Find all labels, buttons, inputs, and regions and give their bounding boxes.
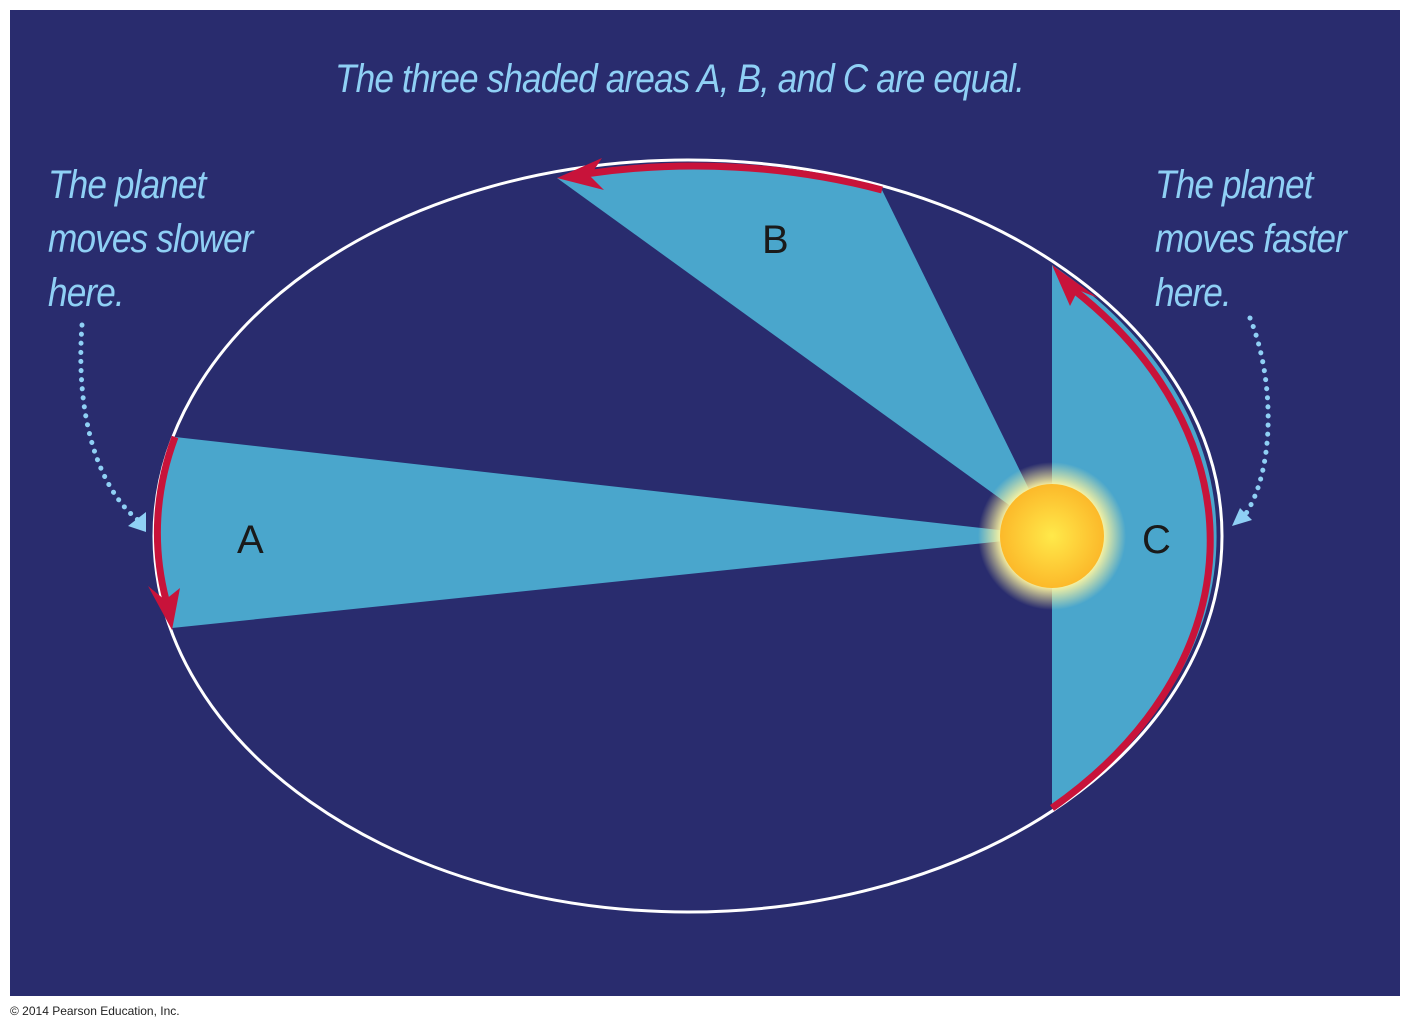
dotted-arrow-right [1242, 315, 1271, 518]
motion-arc-a [153, 435, 179, 601]
motion-arc-c [1049, 287, 1214, 811]
diagram-title: The three shaded areas A, B, and C are e… [335, 57, 1025, 101]
note-faster: The planet moves faster here. [1155, 163, 1347, 315]
dotted-arrowhead-left [128, 512, 146, 532]
note-slower: The planet moves slower here. [48, 163, 253, 315]
motion-arc-b [584, 162, 883, 194]
label-area-a: A [237, 518, 264, 562]
copyright: © 2014 Pearson Education, Inc. [10, 1004, 180, 1018]
label-area-c: C [1142, 518, 1171, 562]
area-a [155, 437, 1053, 628]
area-b [557, 165, 1052, 536]
arrowhead-c [1052, 265, 1098, 306]
label-area-b: B [762, 218, 789, 262]
dotted-arrow-left [78, 322, 141, 523]
sun-icon [1000, 484, 1104, 588]
arrowhead-a [148, 586, 180, 630]
arrowhead-b [557, 158, 604, 190]
dotted-arrowhead-right [1232, 508, 1252, 526]
